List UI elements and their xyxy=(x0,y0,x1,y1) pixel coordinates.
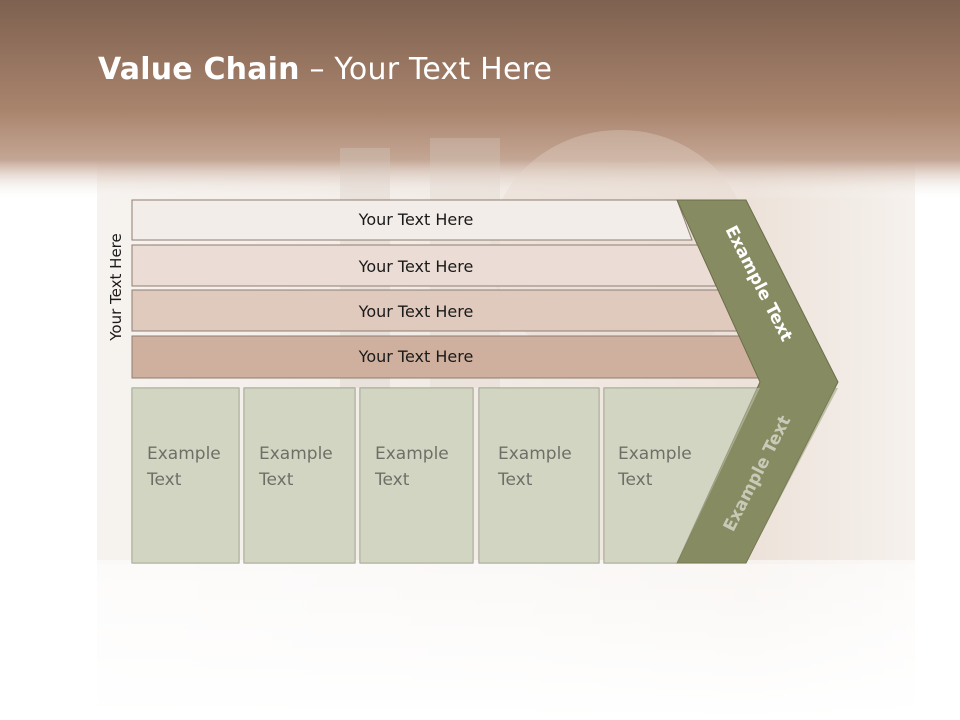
row-bars: Your Text Here Your Text Here Your Text … xyxy=(131,199,765,379)
reflection-box-3 xyxy=(360,388,473,563)
reflection-box-4 xyxy=(479,388,599,563)
slide-title: Value Chain – Your Text Here xyxy=(98,52,552,87)
column-box-4 xyxy=(478,387,600,564)
column-box-3 xyxy=(359,387,474,564)
row-bar-1 xyxy=(131,199,693,241)
chevron-shape xyxy=(676,199,839,564)
reflection-box-2 xyxy=(244,388,355,563)
reflection xyxy=(132,388,838,563)
reflection-box-5 xyxy=(604,388,760,563)
title-rest: – Your Text Here xyxy=(299,52,553,87)
row-label-2: Your Text Here xyxy=(358,257,474,276)
reflection-fade xyxy=(97,564,915,720)
column-box-1 xyxy=(131,387,240,564)
row-label-3: Your Text Here xyxy=(358,302,474,321)
row-label-4: Your Text Here xyxy=(358,347,474,366)
column-box-2 xyxy=(243,387,356,564)
reflection-box-1 xyxy=(132,388,239,563)
title-bold: Value Chain xyxy=(98,52,300,87)
row-label-1: Your Text Here xyxy=(358,210,474,229)
reflection-chevron xyxy=(677,388,838,563)
